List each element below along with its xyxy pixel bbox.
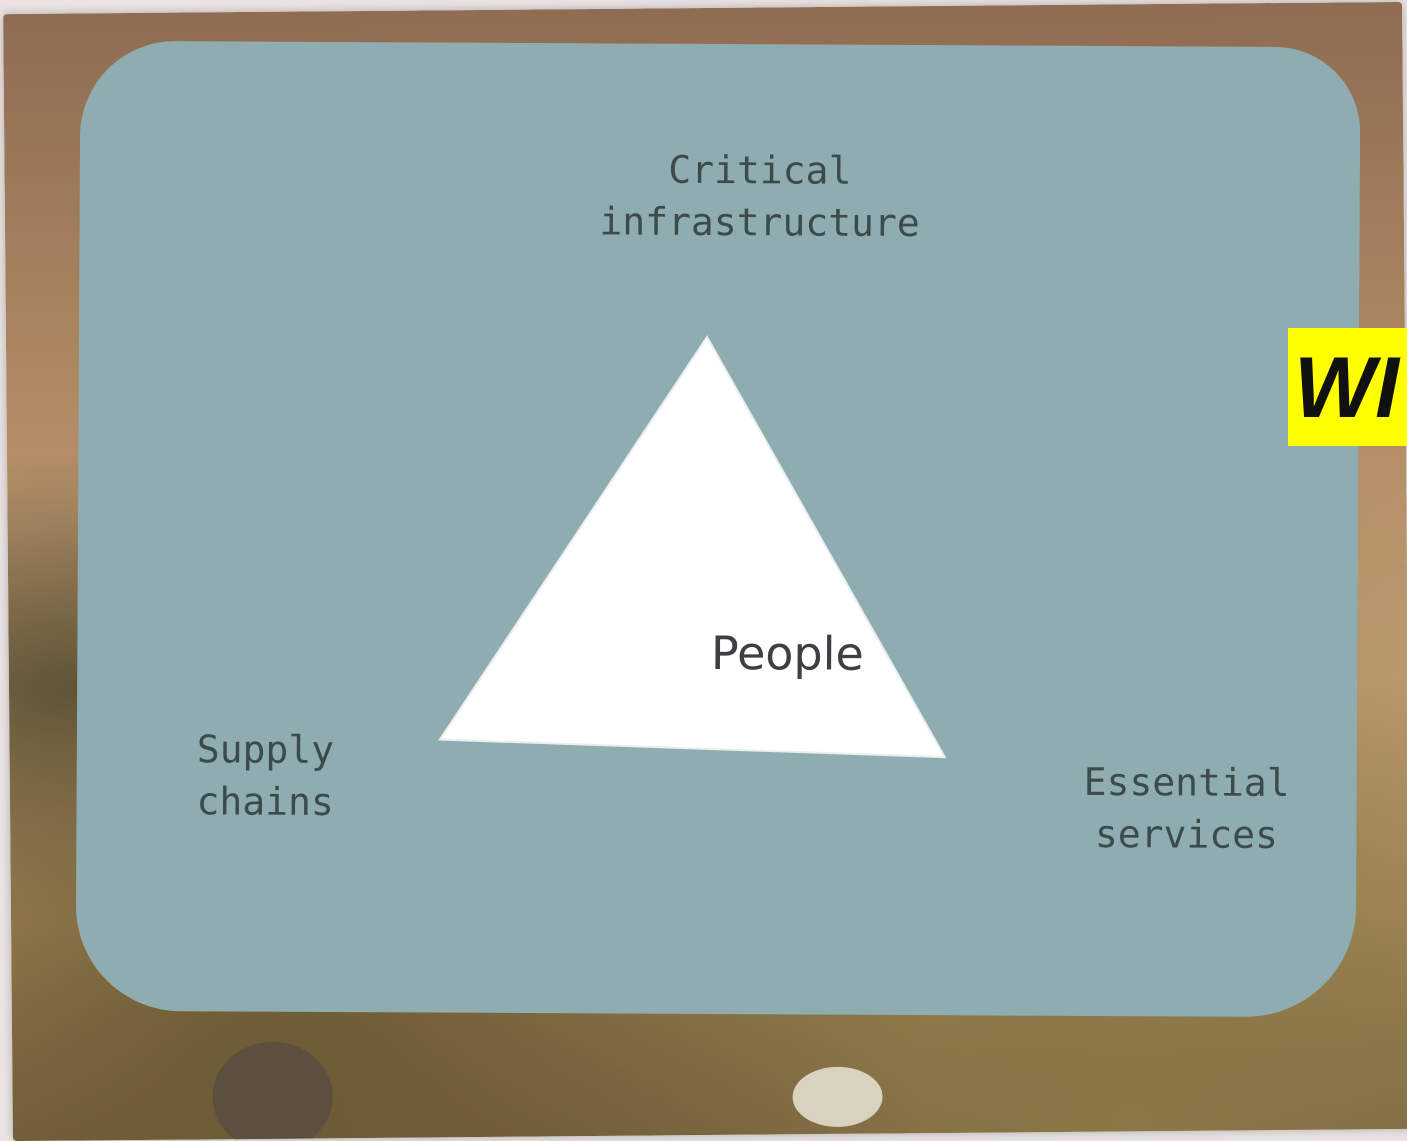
label-supply-chains: Supply chains — [196, 727, 335, 824]
diagram-card: People Critical infrastructure Supply ch… — [75, 40, 1361, 1018]
yellow-banner: WI — [1288, 328, 1407, 446]
label-critical-infrastructure: Critical infrastructure — [599, 147, 920, 246]
foreground-figure — [212, 1041, 334, 1141]
people-triangle — [438, 335, 947, 759]
label-essential-services: Essential services — [1083, 759, 1290, 857]
banner-text: WI — [1294, 340, 1400, 436]
foreground-stone — [792, 1066, 883, 1128]
center-label-people: People — [710, 625, 864, 681]
